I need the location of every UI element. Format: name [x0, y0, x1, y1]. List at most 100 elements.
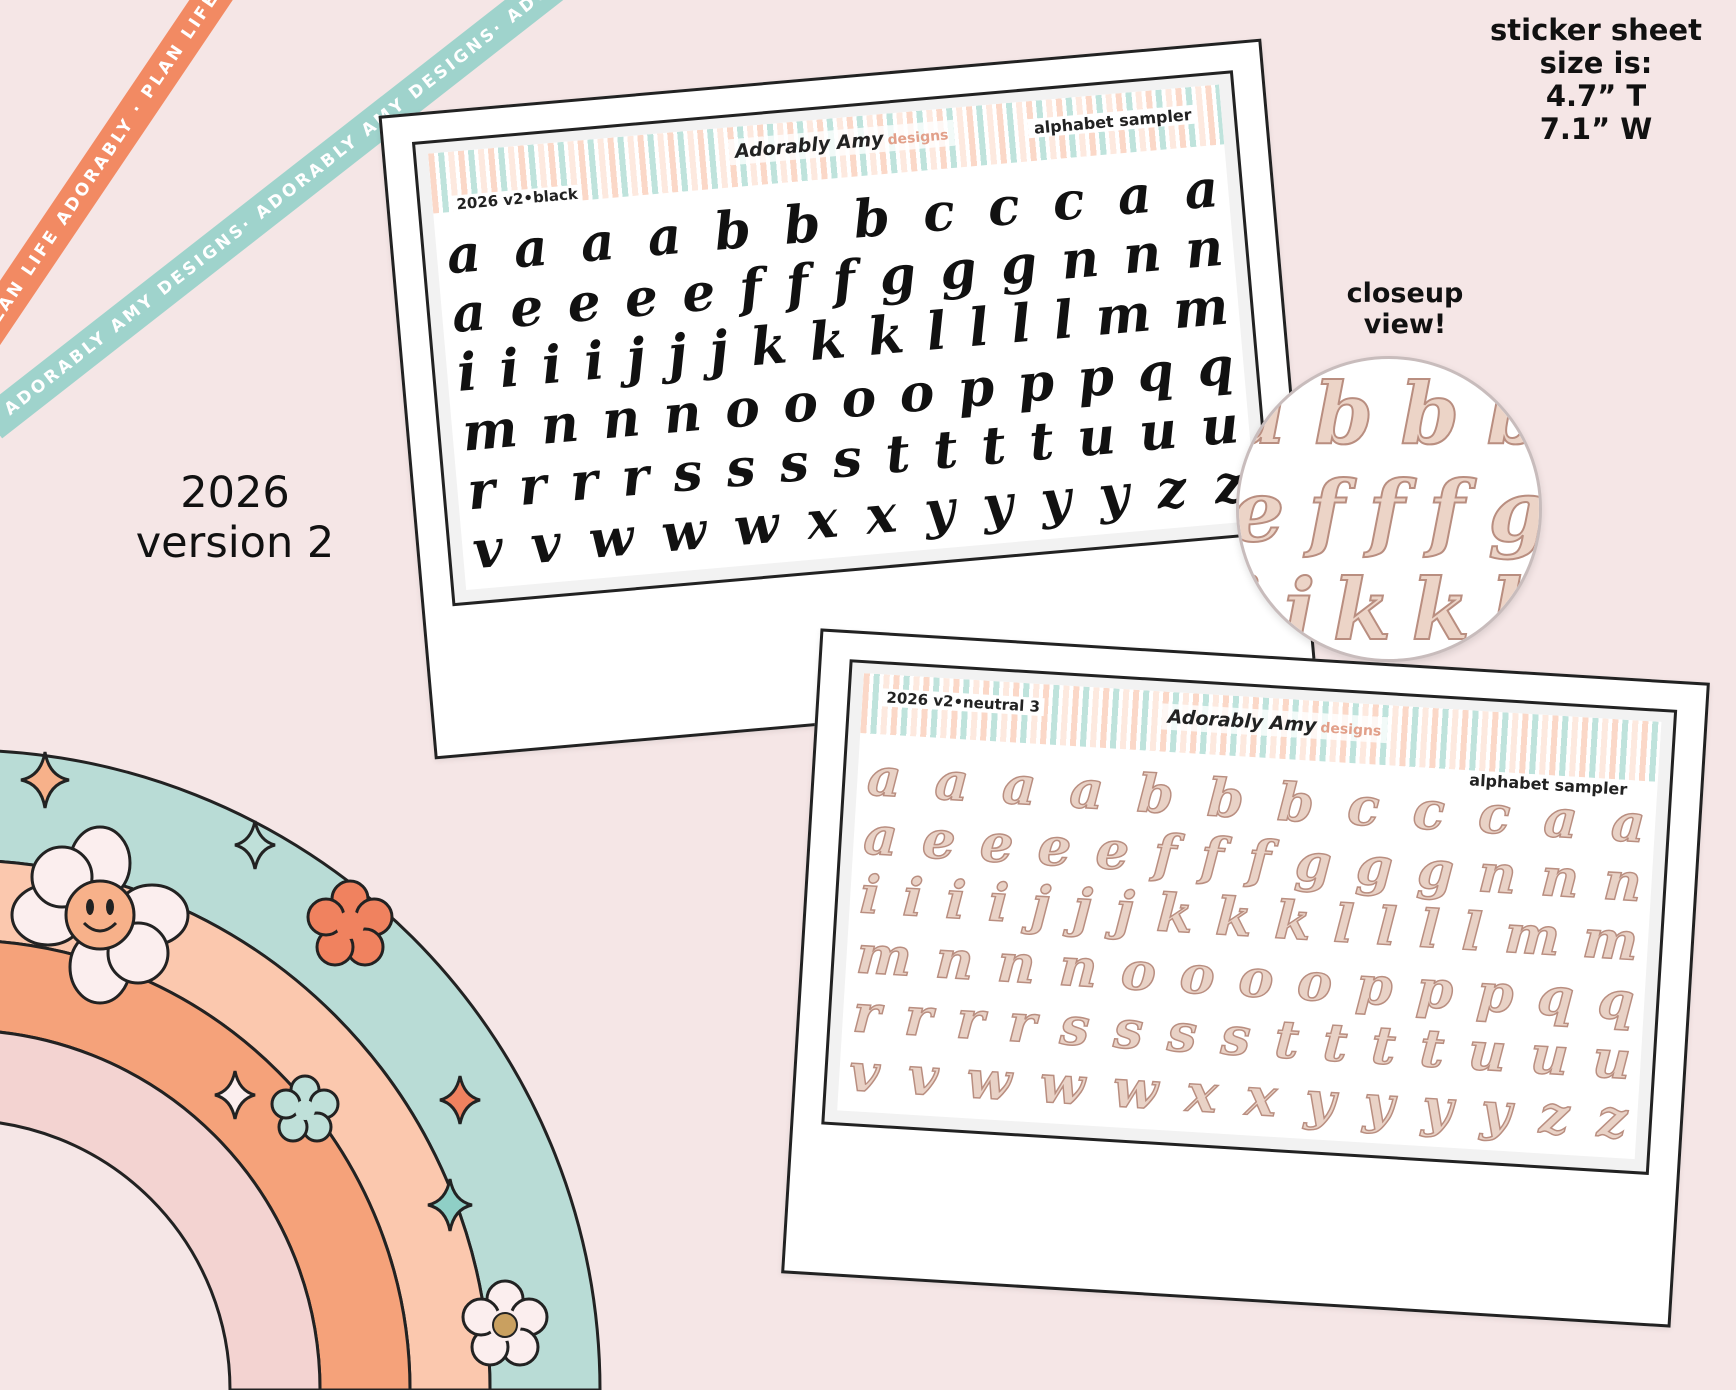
alphabet-sticker: e — [978, 812, 1016, 876]
alphabet-sticker: u — [1198, 394, 1242, 459]
sheet-size-line: size is: — [1539, 46, 1653, 80]
alphabet-sticker: o — [1236, 947, 1276, 1012]
sheet-size-info: sticker sheet size is: 4.7” T 7.1” W — [1486, 14, 1706, 146]
closeup-label-line: view! — [1363, 309, 1447, 340]
alphabet-sticker: u — [1590, 1028, 1633, 1093]
alphabet-sticker: v — [847, 1042, 882, 1106]
alphabet-sticker: p — [1414, 957, 1456, 1022]
alphabet-sticker: a — [865, 746, 904, 810]
alphabet-sticker: a — [511, 216, 551, 281]
alphabet-sticker: y — [921, 478, 958, 542]
alphabet-sticker: g — [1415, 839, 1457, 904]
closeup-circle: abbbefffgijkkk — [1236, 356, 1542, 662]
sparkle-icon — [214, 1070, 256, 1120]
closeup-sticker: i — [1239, 565, 1262, 655]
alphabet-sticker: n — [599, 386, 643, 452]
closeup-sticker: e — [1236, 462, 1285, 561]
alphabet-sticker: i — [496, 337, 523, 401]
alphabet-sticker: n — [1057, 936, 1100, 1001]
alphabet-sticker: e — [507, 276, 546, 340]
alphabet-sticker: a — [644, 204, 684, 269]
alphabet-sticker: u — [1074, 404, 1118, 469]
alphabet-sticker: m — [854, 923, 914, 989]
alphabet-sticker: t — [1026, 410, 1057, 474]
alphabet-sticker: c — [1345, 775, 1382, 839]
sparkle-icon — [20, 751, 70, 809]
alphabet-sticker: j — [1029, 874, 1053, 938]
closeup-sticker: b — [1313, 364, 1374, 463]
alphabet-sticker: l — [923, 300, 949, 364]
alphabet-sticker: e — [1035, 815, 1073, 880]
closeup-sticker: g — [1487, 462, 1542, 561]
alphabet-sticker: t — [883, 422, 913, 486]
alphabet-sticker: j — [706, 319, 731, 383]
alphabet-sticker: f — [783, 253, 812, 316]
alphabet-sticker: u — [1528, 1024, 1571, 1089]
sparkle-icon — [439, 1075, 481, 1125]
alphabet-sticker: a — [861, 805, 900, 869]
alphabet-sticker: i — [943, 869, 968, 933]
alphabet-sticker: i — [539, 334, 565, 397]
alphabet-sticker: e — [679, 261, 718, 325]
alphabet-sticker: o — [896, 361, 937, 426]
alphabet-sticker: b — [1135, 762, 1177, 827]
alphabet-sticker: g — [997, 233, 1040, 298]
closeup-sticker: b — [1399, 364, 1460, 463]
alphabet-sticker: n — [1476, 842, 1519, 907]
alphabet-sticker: n — [995, 932, 1038, 997]
alphabet-sticker: r — [1006, 992, 1039, 1056]
closeup-label: closeup view! — [1315, 278, 1495, 340]
alphabet-sticker: f — [736, 257, 765, 320]
alphabet-sticker: o — [1119, 939, 1159, 1004]
alphabet-sticker: m — [459, 397, 520, 464]
alphabet-sticker: n — [1601, 850, 1644, 915]
alphabet-sticker: f — [1198, 825, 1226, 889]
closeup-sticker: a — [1236, 364, 1288, 463]
alphabet-sticker: z — [1154, 458, 1189, 522]
alphabet-sticker: y — [1038, 468, 1074, 532]
alphabet-sticker: l — [1374, 896, 1399, 960]
plan-life-adorably-ribbon: PLAN LIFE ADORABLY · PLAN LIFE ADORABLY … — [0, 0, 458, 361]
closeup-letter-grid: abbbefffgijkkk — [1236, 364, 1542, 659]
alphabet-sticker: s — [1111, 998, 1145, 1062]
alphabet-sticker: a — [1067, 758, 1106, 822]
alphabet-sticker: o — [780, 371, 821, 436]
alphabet-sticker: c — [1476, 783, 1513, 847]
version-label: 2026 version 2 — [90, 468, 380, 568]
alphabet-sticker: j — [1112, 880, 1136, 944]
alphabet-sticker: v — [528, 512, 564, 577]
alphabet-sticker: q — [1194, 335, 1237, 399]
alphabet-sticker: w — [1110, 1058, 1160, 1123]
alphabet-sticker: t — [1369, 1014, 1398, 1078]
alphabet-sticker: a — [1541, 787, 1580, 851]
alphabet-sticker: n — [1120, 222, 1164, 287]
rainbow-decoration — [0, 749, 602, 1390]
alphabet-sticker: q — [1535, 965, 1577, 1030]
alphabet-sticker: k — [1154, 882, 1195, 947]
sparkle-icon — [234, 820, 276, 870]
alphabet-sticker: y — [1302, 1069, 1338, 1133]
alphabet-sticker: t — [930, 418, 961, 482]
alphabet-sticker: l — [1050, 289, 1076, 352]
alphabet-sticker: s — [776, 431, 812, 496]
alphabet-sticker: p — [1474, 961, 1516, 1026]
alphabet-sticker: o — [1177, 943, 1217, 1008]
alphabet-sticker: t — [1272, 1008, 1301, 1072]
alphabet-sticker: y — [1361, 1073, 1396, 1137]
alphabet-sticker: r — [850, 982, 883, 1046]
closeup-sticker: b — [1486, 364, 1542, 463]
alphabet-sticker: s — [670, 441, 705, 505]
alphabet-sticker: n — [1058, 227, 1102, 292]
alphabet-sticker: r — [464, 459, 498, 523]
alphabet-sticker: v — [905, 1045, 941, 1109]
alphabet-sticker: m — [1093, 282, 1154, 349]
alphabet-sticker: f — [830, 249, 858, 312]
alphabet-sticker: m — [1580, 908, 1640, 974]
closeup-sticker: j — [1281, 560, 1313, 659]
